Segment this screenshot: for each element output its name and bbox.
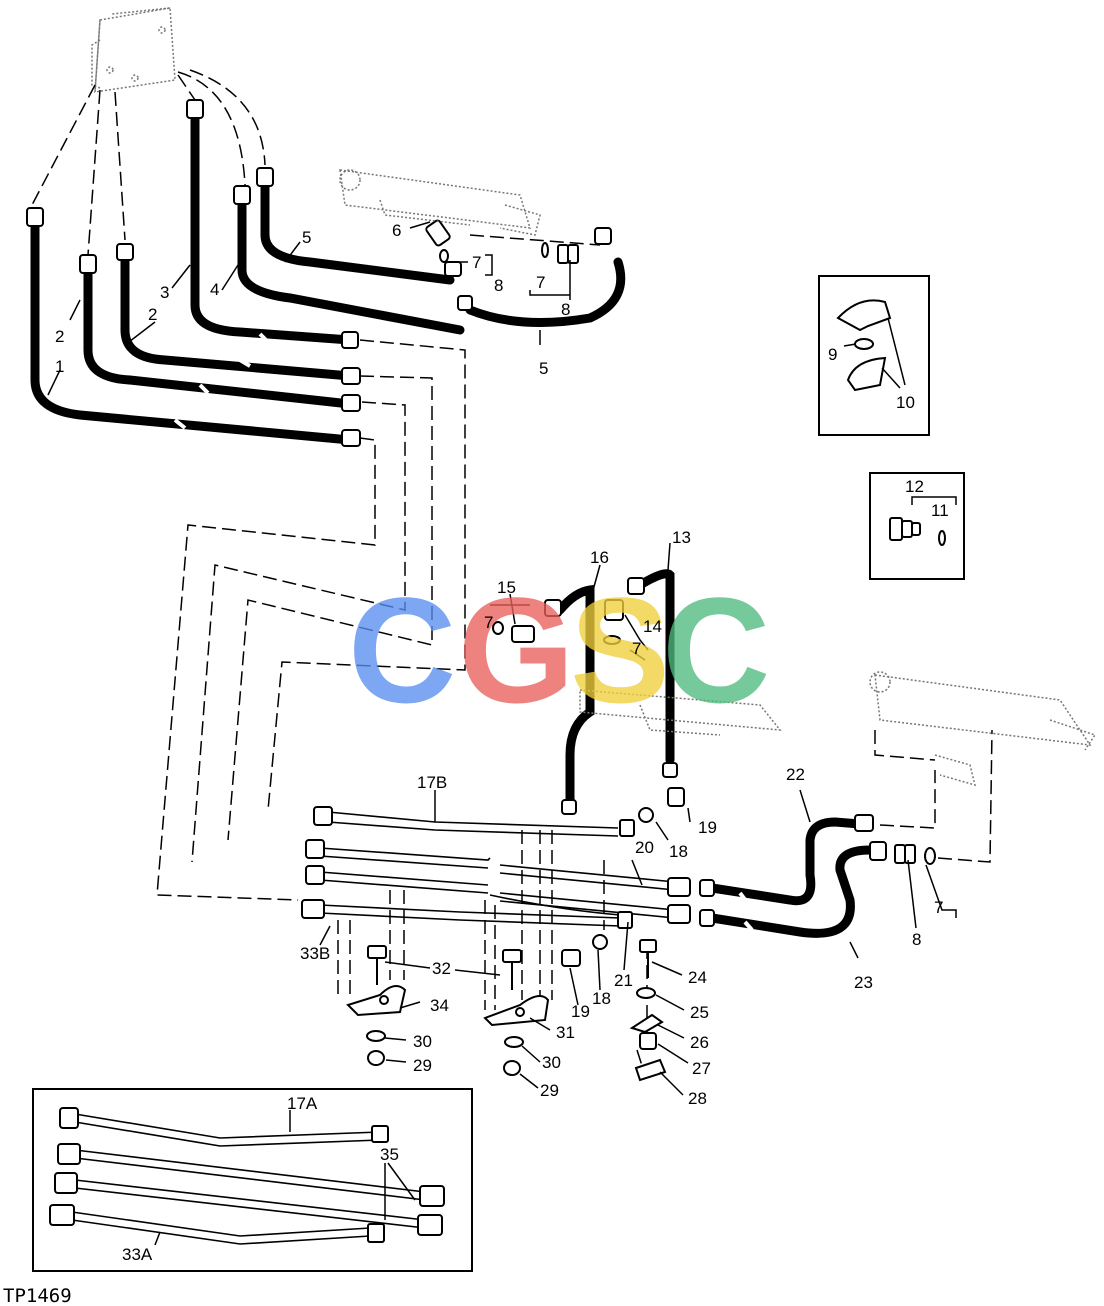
- callout-21: 21: [614, 971, 633, 990]
- callout-20: 20: [635, 838, 654, 857]
- callout-6: 6: [392, 221, 401, 240]
- hose-23: [707, 845, 875, 938]
- callout-10: 10: [896, 393, 915, 412]
- callout-15: 15: [497, 578, 516, 597]
- hose-2b: [120, 250, 355, 381]
- callout-8: 8: [912, 930, 921, 949]
- callout-25: 25: [690, 1003, 709, 1022]
- o-rings: [439, 242, 946, 865]
- control-valve-block: [91, 7, 176, 93]
- clamp-detail-box: [818, 275, 930, 436]
- callout-35: 35: [380, 1145, 399, 1164]
- callout-17b: 17B: [417, 773, 447, 792]
- steel-line-ends: [301, 806, 691, 967]
- watermark-letter-g: G: [458, 566, 575, 734]
- hose-5c: [465, 257, 626, 327]
- watermark-letter-c2: C: [662, 566, 770, 734]
- watermark-letter-c1: C: [348, 566, 456, 734]
- callout-5: 5: [302, 228, 311, 247]
- hose-5a: [237, 195, 465, 335]
- callout-30: 30: [542, 1053, 561, 1072]
- callout-14: 14: [643, 617, 662, 636]
- callout-3: 3: [160, 283, 169, 302]
- callout-12: 12: [905, 477, 924, 496]
- figure-id: TP1469: [3, 1285, 72, 1306]
- callout-19: 19: [698, 818, 717, 837]
- hose-fittings: [26, 99, 916, 927]
- upper-hoses: [30, 105, 875, 938]
- hose-2a: [83, 260, 355, 409]
- callout-34: 34: [430, 996, 449, 1015]
- hose-22: [707, 817, 865, 906]
- callout-7: 7: [536, 273, 545, 292]
- callout-30: 30: [413, 1032, 432, 1051]
- callout-33a: 33A: [122, 1245, 153, 1264]
- steel-lines-lower: [319, 811, 676, 927]
- callout-7: 7: [632, 639, 641, 658]
- callout-18: 18: [592, 989, 611, 1008]
- callout-29: 29: [540, 1081, 559, 1100]
- callout-31: 31: [556, 1023, 575, 1042]
- callout-19: 19: [571, 1002, 590, 1021]
- callout-labels: 1 2 2 3 4 5 6 7 8 7 8 5 9 10 12 11 13 16…: [55, 221, 949, 1264]
- callout-24: 24: [688, 968, 707, 987]
- fitting-detail-box: [869, 472, 965, 580]
- callout-1: 1: [55, 357, 64, 376]
- cgsc-watermark: C G S C: [348, 566, 770, 734]
- callout-2: 2: [148, 305, 157, 324]
- callout-5: 5: [539, 359, 548, 378]
- callout-22: 22: [786, 765, 805, 784]
- hose-break-marks: [173, 332, 754, 932]
- hose-4: [190, 105, 355, 345]
- watermark-letter-s: S: [570, 566, 670, 734]
- callout-16: 16: [590, 548, 609, 567]
- callout-27: 27: [692, 1059, 711, 1078]
- hose-5b: [260, 175, 455, 285]
- callout-26: 26: [690, 1033, 709, 1052]
- hose-16: [555, 584, 595, 805]
- leader-lines: [47, 221, 957, 1246]
- callout-11: 11: [931, 501, 949, 520]
- callout-32: 32: [432, 959, 451, 978]
- callout-8: 8: [561, 300, 570, 319]
- callout-33b: 33B: [300, 944, 330, 963]
- callout-29: 29: [413, 1056, 432, 1075]
- callout-4: 4: [210, 280, 219, 299]
- callout-9: 9: [828, 345, 837, 364]
- callout-7: 7: [934, 898, 943, 917]
- callout-8: 8: [494, 276, 503, 295]
- callout-7: 7: [484, 613, 493, 632]
- hose-1: [30, 220, 355, 445]
- callout-2: 2: [55, 327, 64, 346]
- mounting-hardware: [346, 939, 667, 1082]
- cylinders: [339, 169, 1097, 787]
- callout-18: 18: [669, 842, 688, 861]
- callout-7: 7: [472, 253, 481, 272]
- alternate-lines-inset: [32, 1088, 473, 1272]
- callout-23: 23: [854, 973, 873, 992]
- callout-17a: 17A: [287, 1094, 318, 1113]
- callout-13: 13: [672, 528, 691, 547]
- callout-28: 28: [688, 1089, 707, 1108]
